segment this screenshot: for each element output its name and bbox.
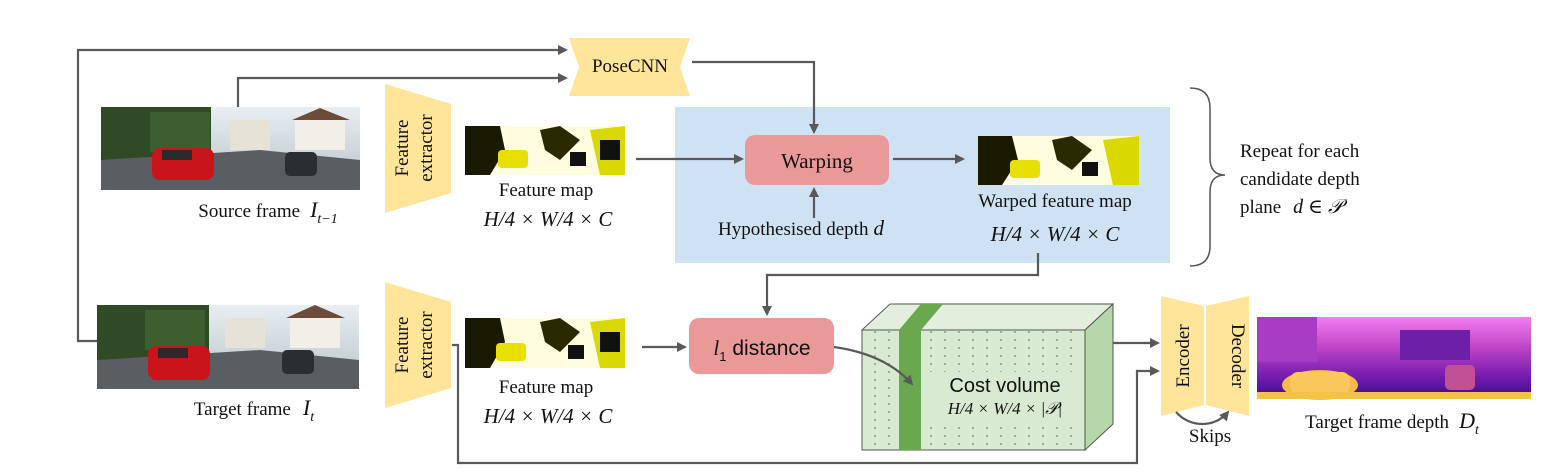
target-frame-subscript: t [310,410,315,425]
l1-distance-block: l1 distance [689,318,834,374]
repeat-brace [1189,87,1226,267]
encoder-block: Encoder [1161,296,1204,416]
feature-map-source-label: Feature map [499,180,593,201]
l1-subscript: 1 [719,349,726,364]
target-depth-label: Target frame depth [1305,412,1449,433]
feature-map-target [465,318,625,368]
encoder-label: Encoder [1173,324,1194,388]
arrow-source-to-posecnn [236,73,568,107]
cost-volume-label: Cost volume [949,375,1060,397]
feature-extractor-source: Feature extractor [385,84,451,213]
feature-extractor-target-line1: Feature [392,317,413,374]
posecnn-block: PoseCNN [569,38,690,96]
hypothesised-depth-label: Hypothesised depth [718,219,869,240]
warped-feature-map [978,136,1139,185]
decoder-label: Decoder [1227,324,1248,389]
l1-label: distance [732,337,810,360]
arrow-target-to-posecnn [76,45,568,343]
feature-extractor-source-line2: extractor [416,114,437,182]
decoder-block: Decoder [1206,296,1249,416]
connectors [76,45,1230,465]
cost-volume-dims: H/4 × W/4 × |𝒫| [947,399,1063,418]
repeat-text-line3: plane [1240,197,1281,218]
feature-map-source [465,126,625,175]
feature-extractor-target-line2: extractor [416,311,437,379]
target-frame-image [97,305,359,389]
target-depth-symbol: D [1458,408,1475,433]
posecnn-label: PoseCNN [592,56,668,77]
target-depth-subscript: t [1475,423,1480,438]
warping-block: Warping [745,135,889,185]
warped-feature-map-dims: H/4 × W/4 × C [990,222,1121,246]
feature-extractor-source-line1: Feature [392,120,413,177]
arrow-featureextractor-skip-to-encoder [452,343,1160,465]
repeat-text-line1: Repeat for each [1240,141,1360,162]
feature-map-target-dims: H/4 × W/4 × C [483,404,614,428]
hypothesised-depth-symbol: d [873,216,884,240]
l1-symbol: l [713,336,719,360]
target-depth-image [1257,317,1531,400]
warped-feature-map-label: Warped feature map [978,191,1132,212]
arrow-skips [1175,410,1230,425]
target-frame-symbol: I [302,395,312,420]
source-frame-label: Source frame [198,201,300,222]
arrow-warped-to-l1 [762,253,1040,316]
target-frame-label: Target frame [194,399,291,420]
feature-extractor-target: Feature extractor [385,282,451,408]
source-frame-image [101,107,360,190]
cost-volume: Cost volume H/4 × W/4 × |𝒫| [860,302,1115,452]
svg-text:l1 distance: l1 distance [713,336,810,364]
repeat-text-line2: candidate depth [1240,169,1360,190]
repeat-math: d ∈ 𝒫 [1293,196,1348,218]
warping-label: Warping [781,149,853,173]
arrow-posecnn-to-warping [692,60,819,134]
source-frame-subscript: t−1 [317,212,337,227]
feature-map-target-label: Feature map [499,377,593,398]
arrow-l1-to-costvolume [833,345,914,386]
source-frame-symbol: I [309,197,319,222]
feature-map-source-dims: H/4 × W/4 × C [483,207,614,231]
skips-label: Skips [1189,426,1231,447]
